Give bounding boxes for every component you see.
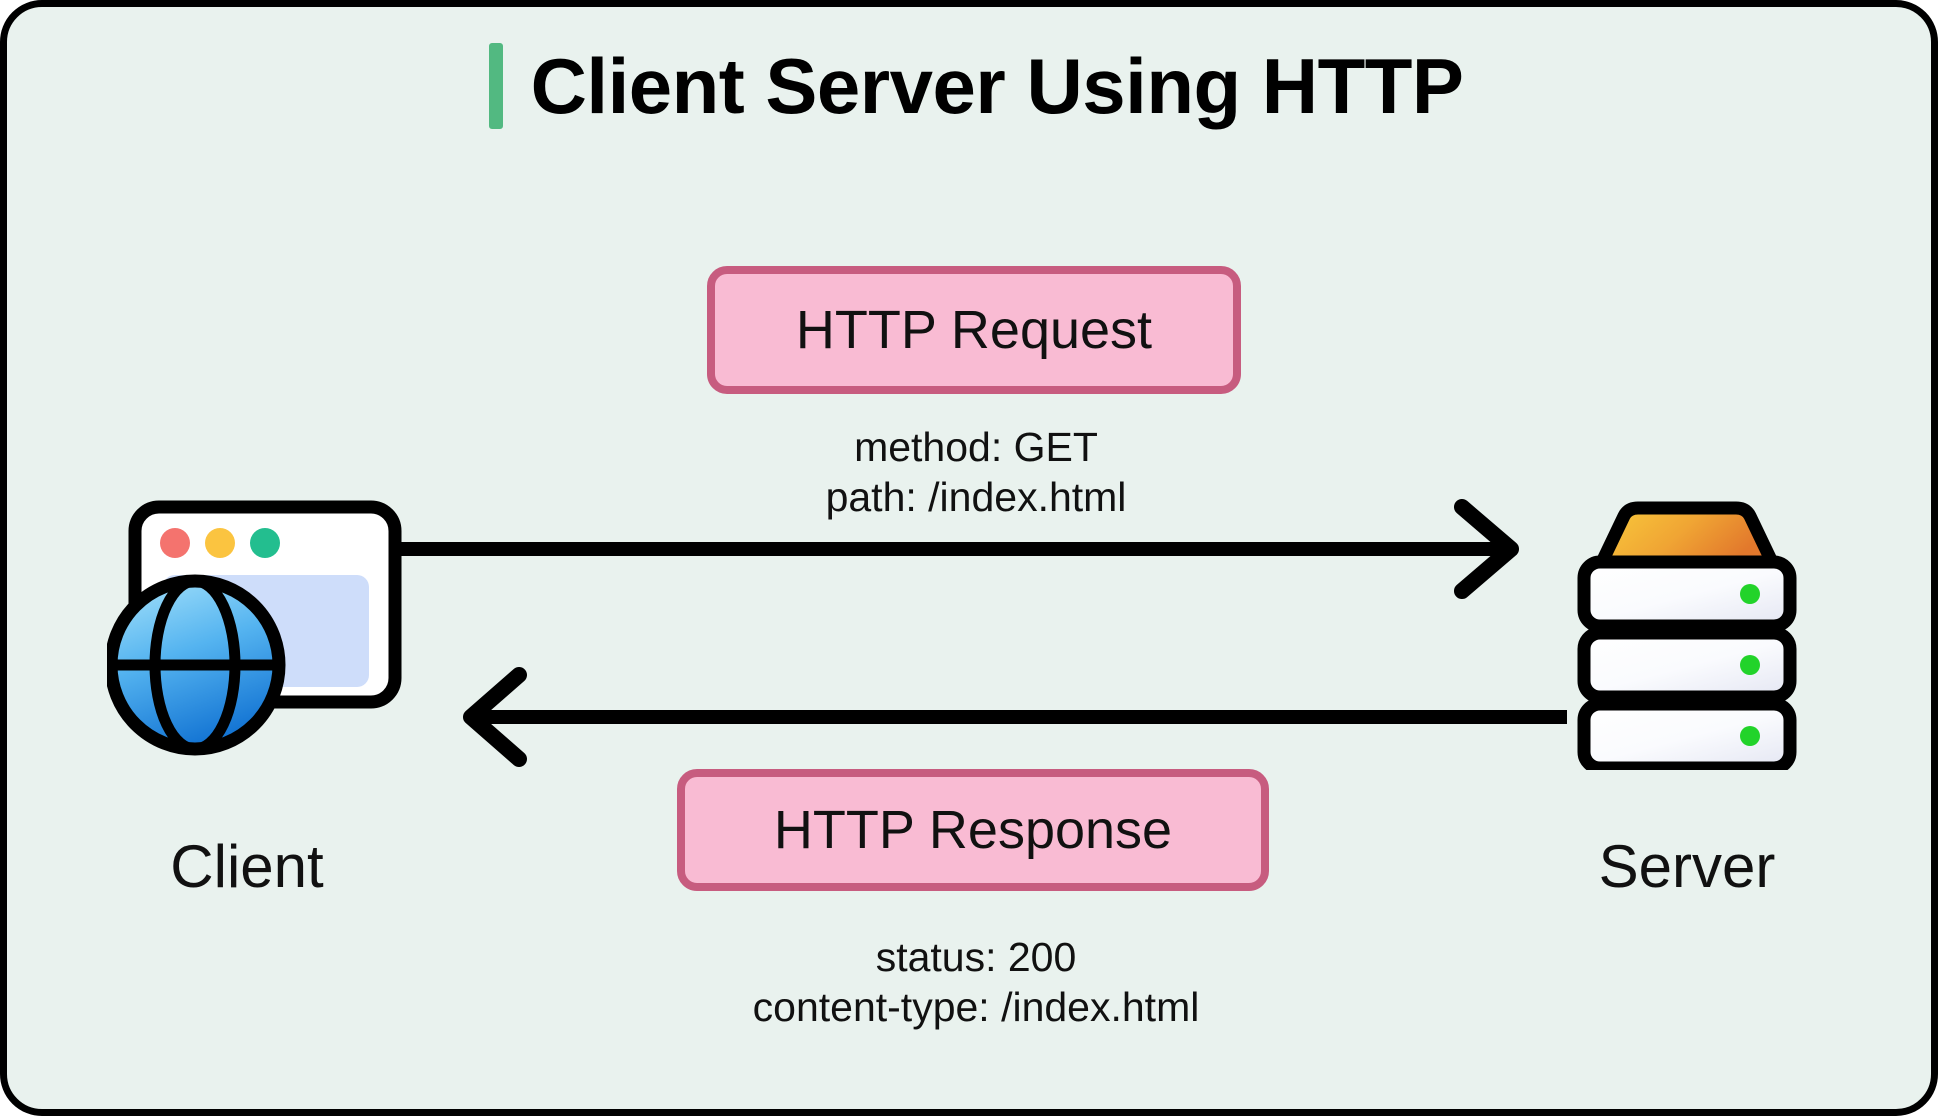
window-dot-green [250, 528, 280, 558]
server-label: Server [1598, 833, 1776, 900]
http-request-box[interactable]: HTTP Request [707, 266, 1241, 394]
server-tier-1 [1577, 555, 1797, 633]
server-top-panel [1595, 501, 1779, 569]
page-title: Client Server Using HTTP [530, 42, 1464, 130]
window-dot-red [160, 528, 190, 558]
server-tier-2 [1577, 626, 1797, 704]
arrow-left-icon [463, 667, 1567, 767]
request-detail-method: method: GET [854, 424, 1098, 470]
http-response-details: status: 200 content-type: /index.html [7, 932, 1931, 1032]
window-dot-yellow [205, 528, 235, 558]
request-detail-path: path: /index.html [825, 474, 1127, 521]
response-detail-status: status: 200 [875, 934, 1077, 980]
http-request-details: method: GET path: /index.html [7, 422, 1931, 522]
server-led-2 [1740, 655, 1760, 675]
title-accent-bar [488, 43, 503, 129]
server-tier-3 [1577, 697, 1797, 770]
server-led-1 [1740, 584, 1760, 604]
client-label: Client [170, 833, 324, 900]
response-detail-content-type: content-type: /index.html [752, 984, 1200, 1031]
diagram-title-row: Client Server Using HTTP [7, 42, 1931, 130]
http-response-box[interactable]: HTTP Response [677, 769, 1269, 891]
browser-window-globe-icon [107, 500, 402, 756]
server-rack-icon [1577, 501, 1797, 770]
server-led-3 [1740, 726, 1760, 746]
globe-icon [107, 574, 286, 756]
